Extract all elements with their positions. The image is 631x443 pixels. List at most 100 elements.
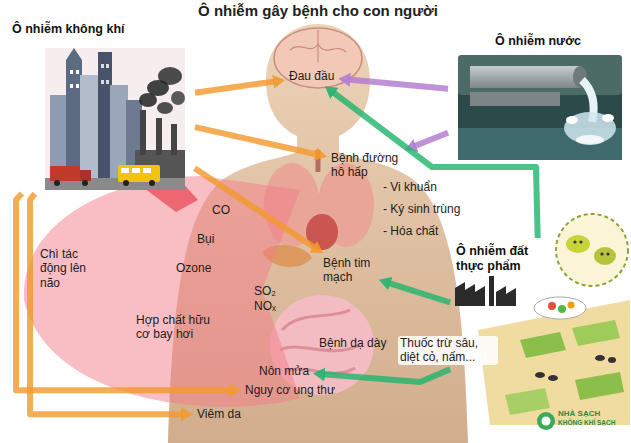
city-illustration-part <box>118 165 160 182</box>
city-illustration-part <box>50 166 80 181</box>
disease-label: Viêm da <box>196 406 242 422</box>
city-illustration-part <box>157 102 173 114</box>
city-illustration-part <box>82 180 88 186</box>
soil-food-illustration-part <box>548 302 556 310</box>
city-illustration-part <box>98 52 112 180</box>
source-heading: Ô nhiễm nước <box>450 34 626 49</box>
pollutant-label: Bụi <box>197 232 214 246</box>
city-illustration-part <box>101 80 104 84</box>
soil-food-illustration <box>455 214 630 430</box>
pollution-source: Ô nhiễm nước <box>450 32 626 162</box>
disease-label: Nôn mửa <box>258 363 310 379</box>
pollution-arrow <box>195 81 275 92</box>
soil-food-illustration-part <box>579 240 582 243</box>
contaminant-item: - Hóa chất <box>383 224 438 238</box>
city-illustration-part <box>140 110 146 155</box>
pollution-source: Ô nhiễm không khí <box>8 20 193 192</box>
pollution-arrow <box>16 194 231 391</box>
water-illustration-part <box>566 116 578 124</box>
city-illustration-part <box>54 180 60 186</box>
water-illustration-part <box>564 112 616 144</box>
soil-food-illustration-part <box>496 286 516 306</box>
node-text: Viêm da <box>197 407 241 421</box>
pollution-arrow <box>348 80 448 89</box>
water-illustration-part <box>458 55 622 160</box>
soil-food-illustration-part <box>542 417 551 426</box>
soil-food-illustration-part <box>520 332 566 358</box>
city-illustration-part <box>70 84 73 88</box>
city-illustration-part <box>106 64 109 68</box>
watermark: NHÀ SẠCH <box>558 410 600 418</box>
city-illustration-part <box>143 168 151 173</box>
brain-part <box>317 30 318 62</box>
soil-food-illustration-part <box>548 375 558 381</box>
pollutant-label: Hợp chất hữu cơ bay hơi <box>136 313 222 342</box>
disease-label: Đau đầu <box>288 68 335 84</box>
disease-label: Bệnh đường hô hấp <box>330 150 402 181</box>
city-illustration-part <box>80 75 100 180</box>
soil-food-illustration-part <box>568 302 575 309</box>
soil-food-illustration-part <box>566 235 590 253</box>
pollution-arrow <box>195 168 315 248</box>
node-text: Bệnh đường hô hấp <box>331 151 401 180</box>
city-illustration-part <box>45 48 185 190</box>
disease-label: Nguy cơ ung thư <box>244 382 336 398</box>
source-heading: Ô nhiễm đất thực phẩm <box>456 244 544 274</box>
city-illustration-part <box>66 48 82 60</box>
soil-food-illustration-part <box>534 297 586 319</box>
pollutant-label: CO <box>212 203 230 217</box>
contaminant-item: - Vi khuẩn <box>383 180 437 194</box>
city-illustration-part <box>106 80 109 84</box>
city-illustration-part <box>149 180 155 186</box>
water-illustration-part <box>470 66 580 88</box>
pollution-arrow <box>195 127 317 154</box>
soil-food-illustration-part <box>606 252 609 255</box>
soil-food-illustration-part <box>489 276 494 306</box>
city-illustration-part <box>70 70 73 74</box>
source-heading: Ô nhiễm không khí <box>12 22 189 37</box>
city-illustration-part <box>76 70 79 74</box>
disease-label: Bệnh tim mạch <box>322 255 376 286</box>
city-illustration-part <box>156 118 162 155</box>
disease-label: Bệnh dạ dày <box>318 335 387 351</box>
node-text: Đau đầu <box>289 69 334 83</box>
node-text: Nôn mửa <box>259 364 309 378</box>
soil-food-illustration-part <box>558 305 566 313</box>
soil-food-illustration-part <box>575 372 624 400</box>
pollution-arrow <box>414 133 448 147</box>
soil-food-illustration-part <box>573 240 576 243</box>
pollutant-label: Chì tác động lên não <box>40 247 98 290</box>
city-illustration-part <box>171 124 177 155</box>
city-illustration-part <box>121 168 129 173</box>
city-illustration-part <box>80 170 91 181</box>
watermark: KHÔNG KHÍ SẠCH <box>558 420 615 427</box>
soil-food-illustration-part <box>595 355 605 361</box>
soil-food-illustration-part <box>600 252 603 255</box>
city-illustration-part <box>123 180 129 186</box>
node-text: Bệnh dạ dày <box>319 336 386 350</box>
pollution-arrow <box>323 369 450 382</box>
soil-food-illustration-part <box>537 412 555 430</box>
city-illustration-part <box>171 91 185 105</box>
pollutant-label: SO₂ <box>254 284 276 298</box>
pollutant-label: NOₓ <box>254 299 276 313</box>
city-illustration-part <box>76 84 79 88</box>
pollution-arrow <box>333 92 538 238</box>
node-text: Nguy cơ ung thư <box>245 383 335 397</box>
water-illustration-part <box>470 92 560 106</box>
contaminant-item: - Ký sinh trùng <box>383 202 460 216</box>
pollutant-cloud <box>24 158 300 407</box>
pollution-source: Ô nhiễm đất thực phẩm <box>452 240 628 422</box>
node-text: Bệnh tim mạch <box>323 256 375 285</box>
pollution-arrow <box>30 194 183 415</box>
soil-food-illustration-part <box>505 388 550 415</box>
water-illustration-part <box>458 55 622 95</box>
city-illustration-part <box>158 67 182 85</box>
soil-food-illustration-part <box>572 320 620 346</box>
contaminant-note: Thuốc trừ sâu, diệt cỏ, nấm... <box>398 336 498 365</box>
soil-food-illustration-part <box>535 372 545 378</box>
soil-food-illustration-part <box>556 214 628 286</box>
